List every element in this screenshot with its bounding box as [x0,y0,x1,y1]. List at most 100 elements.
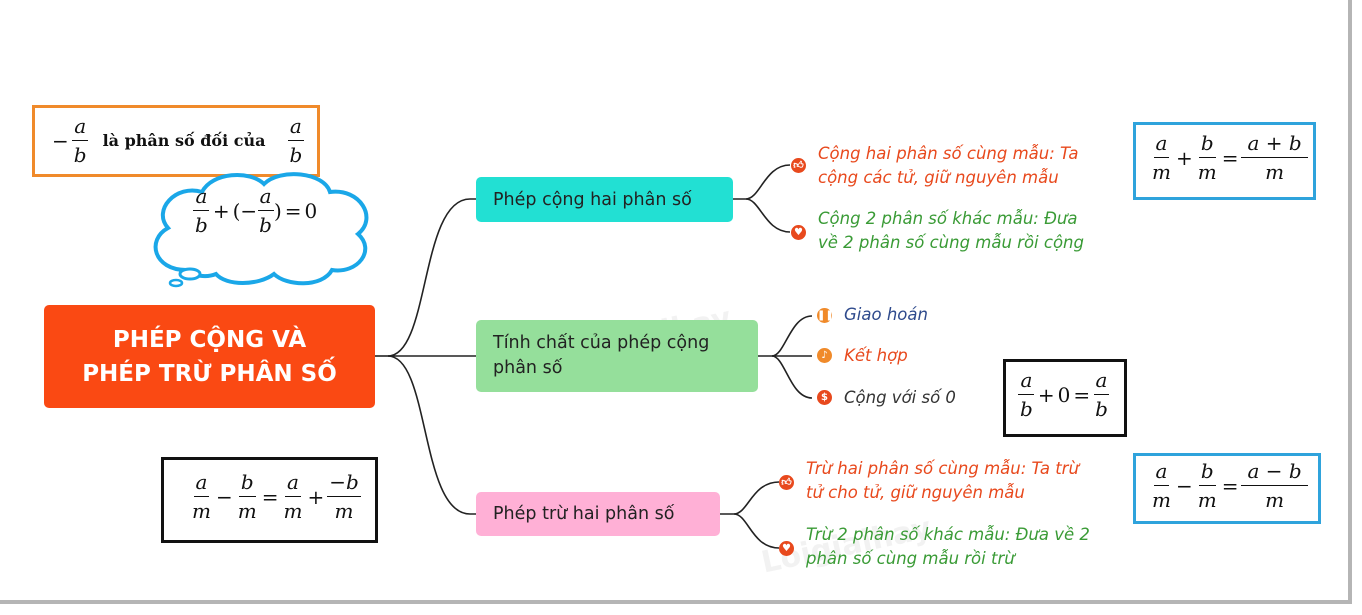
leaf-line: Trừ hai phân số cùng mẫu: Ta trừ [806,459,1079,478]
equals-sign: = [1073,382,1091,407]
fraction-a-over-m: a m [190,469,213,524]
fraction-b-over-m: b m [236,469,259,524]
fraction-a-over-b: a b [1018,367,1035,422]
close-paren: ) [273,198,282,223]
denominator: m [334,499,354,523]
zero: 0 [304,198,318,223]
leaf-line: Trừ 2 phân số khác mẫu: Đưa về 2 [806,525,1090,544]
numerator: a [72,113,89,141]
fraction-a-over-b: a b [257,183,274,238]
leaf-line: phân số cùng mẫu rồi trừ [806,549,1015,568]
denominator: b [195,213,208,237]
numerator: a [1153,458,1170,486]
numerator: a [1018,367,1035,395]
fraction-negb-over-m: −b m [327,469,361,524]
equals-sign: = [284,198,302,223]
leaf-subtract-same-denominator[interactable]: Trừ hai phân số cùng mẫu: Ta trừ tử cho … [806,457,1079,505]
denominator: m [283,499,303,523]
equals-sign: = [1221,145,1239,170]
heart-icon: ♥ [779,541,794,556]
equals-sign: = [1221,473,1239,498]
fraction-b-over-m: b m [1196,458,1219,513]
denominator: m [1265,160,1285,184]
numerator: a [193,183,210,211]
fraction-a-over-m: a m [1150,458,1173,513]
denominator: b [259,213,272,237]
leaf-subtract-different-denominator[interactable]: Trừ 2 phân số khác mẫu: Đưa về 2 phân số… [806,523,1090,571]
opposite-fraction-note: − a b là phân số đối của a b [32,105,320,177]
thought-cloud [153,172,369,288]
fraction-difference-over-m: a − b m [1241,458,1308,513]
leaf-text: Kết hợp [844,346,908,365]
cloud-formula: a b + (− a b ) = 0 [193,183,317,238]
minus-sign: − [1175,473,1193,498]
fraction-a-over-b: a b [1093,367,1110,422]
denominator: m [1152,488,1171,512]
pause-icon: ❚❚ [817,308,834,323]
branch-label-line1: Tính chất của phép cộng [493,333,710,353]
numerator: b [1198,458,1216,486]
subtraction-rule-formula: a m − b m = a − b m [1133,453,1321,524]
numerator: b [1198,130,1216,158]
root-title-line1: PHÉP CỘNG VÀ [112,326,307,353]
numerator: a [257,183,274,211]
plus-sign: + [212,198,230,223]
denominator: m [237,499,257,523]
note-text: là phân số đối của [102,131,266,150]
leaf-line: Cộng 2 phân số khác mẫu: Đưa [818,209,1078,228]
denominator: b [289,143,303,167]
numerator: b [238,469,256,497]
leaf-add-same-denominator[interactable]: Cộng hai phân số cùng mẫu: Ta cộng các t… [818,142,1078,190]
minus-sign: − [215,484,233,509]
bell-icon: ♪ [817,348,832,363]
subtraction-as-addition-formula: a m − b m = a m + −b m [161,457,378,543]
equals-sign: = [261,484,279,509]
denominator: m [1197,488,1217,512]
leaf-add-zero[interactable]: Cộng với số 0 [844,386,956,410]
leaf-associative[interactable]: Kết hợp [844,344,908,368]
plus-sign: + [307,484,325,509]
thumbs-up-icon: 👍︎ [791,158,806,173]
dollar-icon: $ [817,390,832,405]
denominator: m [192,499,211,523]
leaf-line: cộng các tử, giữ nguyên mẫu [818,168,1059,187]
leaf-line: Cộng hai phân số cùng mẫu: Ta [818,144,1079,163]
denominator: m [1197,160,1217,184]
numerator: a [1153,130,1170,158]
branch-label-line2: phân số [493,358,563,378]
leaf-text: Cộng với số 0 [844,388,956,407]
denominator: m [1152,160,1171,184]
thumbs-up-icon: 👍︎ [779,475,794,490]
numerator: a [287,113,304,141]
fraction-a-over-b: a b [193,183,210,238]
leaf-text: Giao hoán [844,305,928,324]
leaf-line: về 2 phân số cùng mẫu rồi cộng [818,233,1084,252]
denominator: b [1020,397,1033,421]
leaf-commutative[interactable]: Giao hoán [844,303,928,327]
numerator: a + b [1241,130,1308,158]
denominator: b [1095,397,1108,421]
root-node[interactable]: PHÉP CỘNG VÀ PHÉP TRỪ PHÂN SỐ [44,305,375,408]
zero: 0 [1057,382,1071,407]
plus-sign: + [1037,382,1055,407]
fraction-a-over-b: a b [72,113,89,168]
fraction-sum-over-m: a + b m [1241,130,1308,185]
addition-rule-formula: a m + b m = a + b m [1133,122,1316,200]
root-title-line2: PHÉP TRỪ PHÂN SỐ [82,360,337,387]
numerator: a − b [1241,458,1308,486]
numerator: a [284,469,301,497]
leaf-add-different-denominator[interactable]: Cộng 2 phân số khác mẫu: Đưa về 2 phân s… [818,207,1084,255]
fraction-b-over-m: b m [1196,130,1219,185]
branch-subtraction[interactable]: Phép trừ hai phân số [476,492,720,536]
leaf-line: tử cho tử, giữ nguyên mẫu [806,483,1025,502]
numerator: a [193,469,210,497]
branch-addition[interactable]: Phép cộng hai phân số [476,177,733,222]
branch-properties[interactable]: Tính chất của phép cộng phân số [476,320,758,392]
numerator: −b [327,469,361,497]
branch-label: Phép cộng hai phân số [493,189,692,210]
fraction-a-over-m: a m [1150,130,1173,185]
denominator: b [73,143,87,167]
open-paren: (− [232,198,258,223]
branch-label: Phép trừ hai phân số [493,504,675,524]
